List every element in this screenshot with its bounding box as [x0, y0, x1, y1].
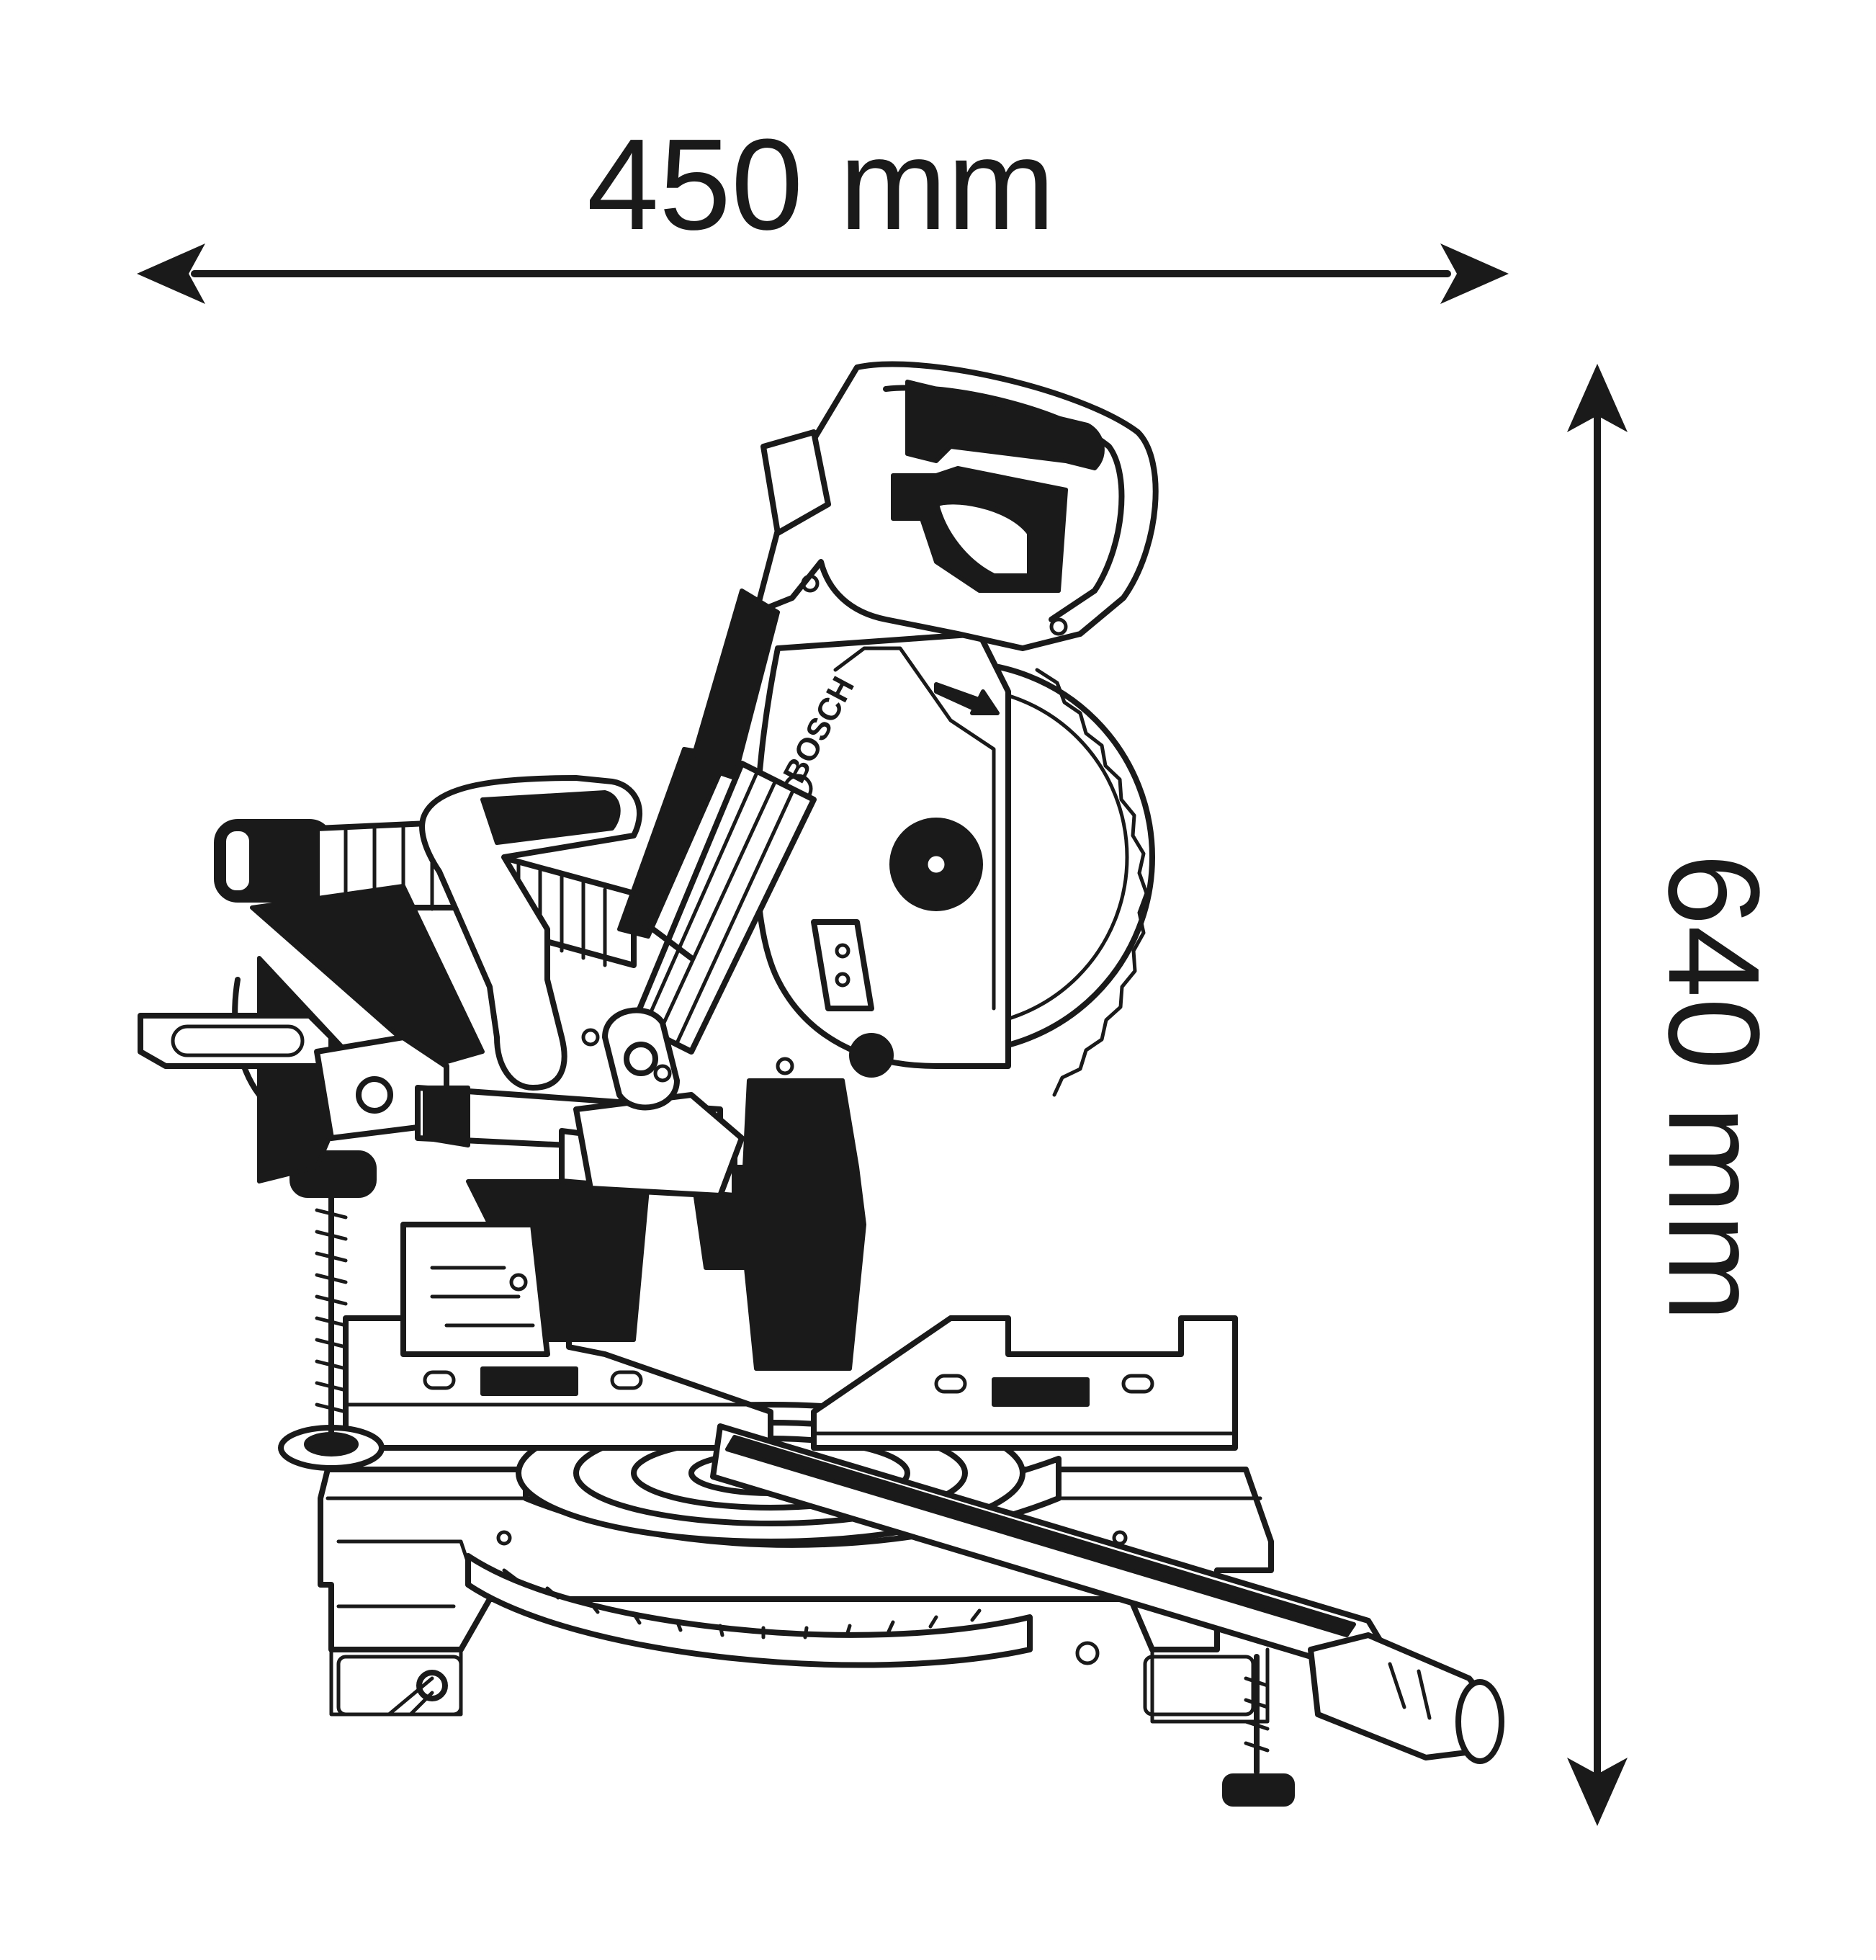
width-dimension-label: 450 mm — [587, 112, 1055, 257]
height-arrow-top-icon — [1567, 364, 1628, 432]
height-arrow-bottom-icon — [1567, 1758, 1628, 1826]
height-dimension: 640 mm — [1567, 364, 1786, 1826]
width-arrow-left-icon — [137, 243, 205, 304]
mitre-saw-illustration: BOSCH — [138, 361, 1504, 1807]
saw-extension-arm — [710, 1423, 1504, 1807]
saw-blade-guard: BOSCH — [753, 631, 1155, 1097]
width-dimension: 450 mm — [137, 112, 1509, 304]
saw-column — [400, 1078, 866, 1371]
saw-side-handle — [138, 1013, 449, 1141]
width-arrow-right-icon — [1440, 243, 1509, 304]
saw-screws — [509, 1028, 1100, 1665]
height-dimension-label: 640 mm — [1641, 854, 1786, 1322]
saw-motor-handle — [689, 361, 1159, 780]
saw-front-handle — [419, 775, 643, 1091]
saw-slide-rails — [415, 1085, 745, 1199]
